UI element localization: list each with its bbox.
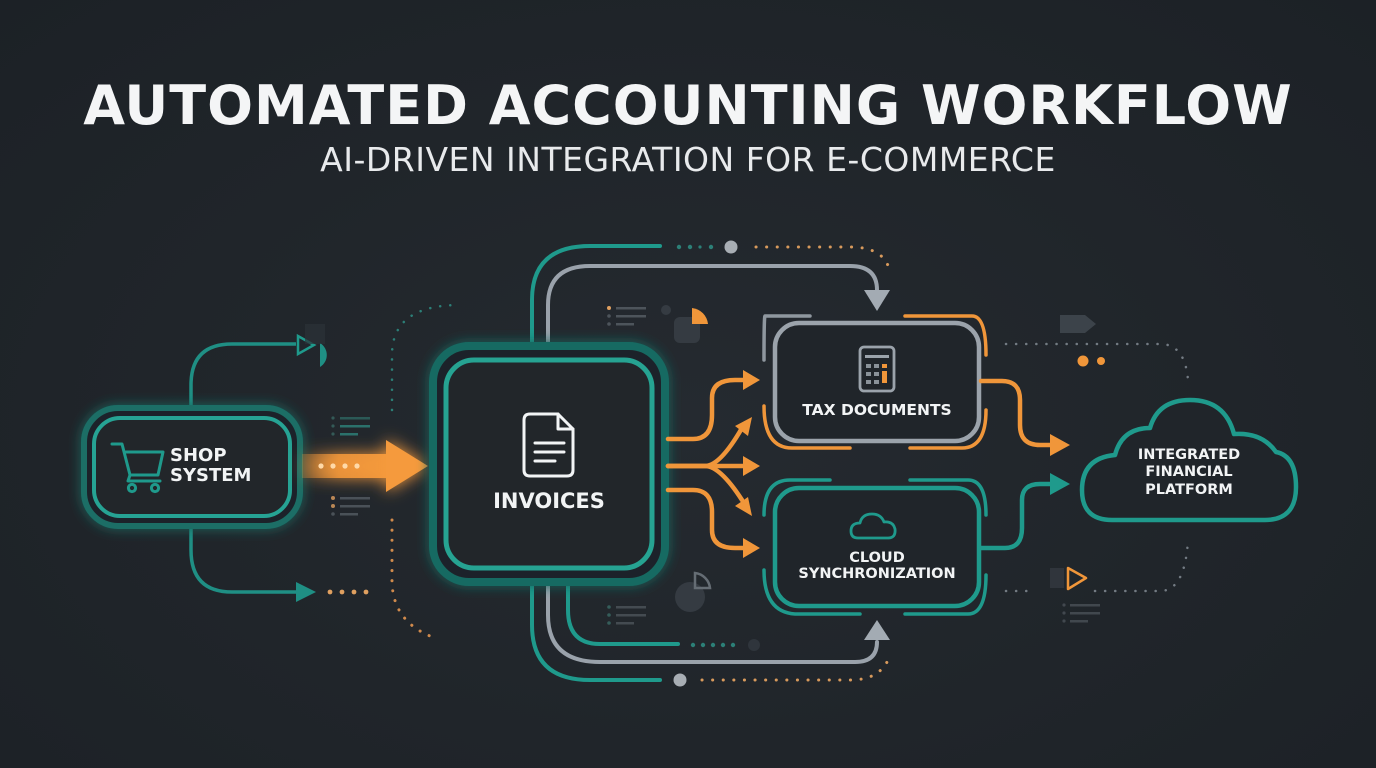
top-dots-teal (676, 244, 714, 250)
cloud-sync-label-line2: SYNCHRONIZATION (798, 566, 956, 583)
platform-label-line3: PLATFORM (1145, 481, 1233, 498)
bottom-loop-gray (546, 578, 879, 664)
cloud-icon (849, 512, 897, 540)
cloud-synchronization-node[interactable] (762, 478, 988, 616)
tag-icon-top-right (1060, 315, 1096, 333)
top-dotted-orange (754, 245, 892, 274)
arrow-head-bottom (296, 582, 316, 602)
pie-chart-icon-top (661, 305, 708, 343)
list-icon-lower (331, 496, 370, 516)
orange-dot-large (1077, 355, 1089, 367)
shop-label-line2: SYSTEM (170, 465, 252, 487)
pie-chart-icon-bottom (675, 571, 712, 612)
arrow-up-to-cloud-sync (864, 620, 890, 640)
integrated-financial-platform-label: INTEGRATED FINANCIAL PLATFORM (1110, 447, 1268, 499)
shop-label-line1: SHOP (170, 445, 227, 466)
dotted-arc-bottom-left (390, 518, 432, 638)
invoices-label: INVOICES (493, 489, 605, 513)
fan-out-arrowheads (735, 370, 760, 558)
node-dot-bottom (673, 673, 687, 687)
dotted-arc-right-bottom (1004, 538, 1190, 593)
integrated-financial-platform-node[interactable] (1079, 397, 1299, 523)
orange-dots-bottom (327, 589, 369, 595)
document-icon (522, 412, 575, 478)
tax-documents-label: TAX DOCUMENTS (802, 401, 952, 419)
orange-dot-small (1097, 357, 1105, 365)
invoices-node[interactable] (429, 342, 669, 586)
top-loop-teal (530, 244, 662, 350)
cloud-sync-label-line1: CLOUD (849, 550, 905, 566)
node-dot-top (724, 240, 738, 254)
faded-dot (748, 639, 760, 651)
arrow-dots (318, 463, 360, 469)
page-title: AUTOMATED ACCOUNTING WORKFLOW (83, 74, 1293, 137)
shop-system-label: SHOP SYSTEM (170, 445, 256, 487)
calculator-icon (858, 345, 896, 393)
top-loop-gray (546, 264, 879, 350)
shop-branch-up (189, 342, 296, 408)
cloud-synchronization-label: CLOUD SYNCHRONIZATION (776, 550, 978, 582)
tax-to-platform-arrow (978, 378, 1070, 456)
list-icon-top-middle (607, 306, 646, 326)
bottom-loop-teal-outer (530, 578, 662, 682)
dotted-arc-right-top (1004, 342, 1190, 382)
play-icon-bottom-right (1050, 566, 1088, 591)
platform-label-line2: FINANCIAL (1145, 464, 1233, 481)
list-icon-upper (331, 416, 370, 436)
fan-out-arrows (665, 377, 748, 551)
arrow-down-to-tax (864, 290, 890, 311)
page-subtitle: AI-DRIVEN INTEGRATION FOR E-COMMERCE (320, 140, 1056, 179)
shop-system-node[interactable] (81, 405, 303, 529)
shop-to-invoices-arrow (302, 440, 428, 492)
shopping-cart-icon (110, 442, 165, 494)
pie-icon-top (320, 343, 327, 367)
bottom-dotted-orange (700, 653, 892, 682)
platform-label-line1: INTEGRATED (1137, 447, 1241, 463)
bottom-dots-teal (690, 642, 736, 648)
list-icon-bottom-middle (607, 605, 646, 625)
cloud-sync-to-platform-arrow (978, 473, 1070, 551)
shop-branch-down (189, 526, 298, 594)
list-icon-bottom-right (1062, 603, 1100, 623)
bottom-loop-teal-inner (566, 578, 680, 646)
